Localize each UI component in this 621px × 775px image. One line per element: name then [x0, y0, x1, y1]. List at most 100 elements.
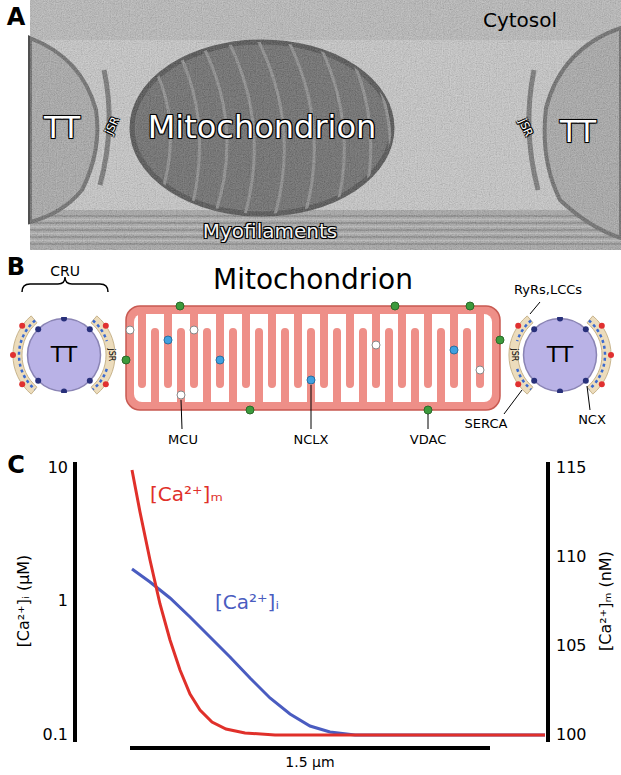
series-label: [Ca²⁺]ₘ [150, 483, 223, 506]
jsr-right [509, 316, 614, 394]
structure-label: jSR [509, 349, 518, 362]
structure-label: jSR [104, 115, 123, 136]
exchanger-label: NCLX [294, 433, 329, 448]
vdac-dot [466, 302, 474, 310]
serca-dot [515, 323, 521, 329]
ncx-dot [583, 326, 589, 332]
micrograph [30, 0, 621, 250]
serca-dot [19, 381, 25, 387]
ncx-dot [87, 326, 93, 332]
ncx-dot [61, 389, 67, 394]
left-axis [73, 462, 77, 742]
serca-dot [599, 323, 605, 329]
region-label: Cytosol [483, 9, 557, 32]
mitochondrion-box: Mitochondrion [126, 264, 500, 412]
mcu-dot [126, 326, 134, 334]
vdac-dot [424, 406, 432, 414]
axis-title: [Ca²⁺]ᵢ (μM) [15, 555, 33, 648]
micrograph-ground [30, 0, 621, 250]
nclx-dot [216, 356, 224, 364]
leader-line [504, 390, 522, 414]
mcu-dot [476, 366, 484, 374]
right-axis [546, 462, 550, 742]
serca-dot [10, 352, 16, 358]
t-tubule-circle: TT [522, 317, 598, 393]
channel-label: VDAC [410, 433, 446, 448]
structure-label: jSR [106, 349, 115, 362]
cytosolic-curve [132, 569, 545, 735]
t-tubule-lumen [28, 319, 101, 392]
tick-label: 10 [48, 459, 68, 477]
scale-bar [130, 746, 490, 750]
exchanger-label: NCX [578, 413, 606, 428]
ncx-dot [557, 389, 563, 394]
leader-line [587, 386, 590, 410]
ncx-dot [557, 317, 563, 322]
ncx-dot [35, 378, 41, 384]
node-heading: Mitochondrion [213, 264, 413, 296]
t-tubule-circle: TT [26, 317, 102, 393]
node-label: TT [51, 342, 78, 367]
vdac-dot [496, 336, 504, 344]
leader-line [530, 302, 540, 314]
ncx-dot [531, 326, 537, 332]
node-label: TT [547, 342, 574, 367]
ncx-dot [583, 378, 589, 384]
structure-label: Mitochondrion [148, 109, 377, 146]
panel-letter: B [7, 254, 25, 282]
ncx-dot [531, 378, 537, 384]
tick-label: 105 [556, 637, 587, 655]
bracket-label: CRU [50, 263, 80, 279]
serca-dot [599, 381, 605, 387]
ncx-dot [61, 317, 67, 322]
tick-label: 0.1 [43, 726, 68, 744]
vdac-dot [246, 406, 254, 414]
scale-label: 1.5 μm [285, 754, 334, 770]
leader-line [181, 400, 182, 429]
channel-label: MCU [168, 433, 198, 448]
serca-dot [103, 381, 109, 387]
serca-dot [19, 323, 25, 329]
matrix-space [134, 314, 492, 402]
chart [75, 462, 548, 748]
leader-line [311, 385, 312, 429]
mcu-dot [190, 326, 198, 334]
serca-dot [515, 381, 521, 387]
ncx-dot [87, 378, 93, 384]
vdac-dot [391, 302, 399, 310]
tick-label: 1 [58, 592, 68, 610]
pump-label: SERCA [465, 417, 508, 432]
channel-label: RyRs,LCCs [514, 283, 582, 298]
structure-label: TT [560, 115, 596, 150]
t-tubule-lumen [524, 319, 597, 392]
nclx-dot [450, 346, 458, 354]
serca-dot [103, 323, 109, 329]
structure-label: Myofilaments [203, 220, 337, 243]
nclx-dot [307, 376, 315, 384]
series-label: [Ca²⁺]ᵢ [215, 591, 279, 614]
structure-label: jSR [516, 117, 535, 138]
micrograph-grain [30, 0, 621, 250]
ncx-dot [35, 326, 41, 332]
panel-letter: C [7, 452, 25, 480]
cru-bracket [22, 277, 108, 292]
vdac-dot [176, 302, 184, 310]
nclx-dot [164, 336, 172, 344]
mcu-dot [177, 391, 185, 399]
tick-label: 110 [556, 548, 587, 566]
axis-title: [Ca²⁺]ₘ (nM) [597, 551, 615, 651]
mcu-dot [372, 341, 380, 349]
jsr-left [10, 316, 115, 394]
leader-line [428, 414, 429, 429]
tick-label: 100 [556, 726, 587, 744]
mitochondrion-schematic [122, 302, 504, 414]
outer-membrane [126, 306, 500, 410]
serca-dot [608, 352, 614, 358]
mitochondrial-curve [132, 470, 545, 735]
tick-label: 115 [556, 459, 587, 477]
panel-letter: A [7, 4, 26, 32]
structure-label: TT [44, 111, 80, 146]
vdac-dot [122, 356, 130, 364]
